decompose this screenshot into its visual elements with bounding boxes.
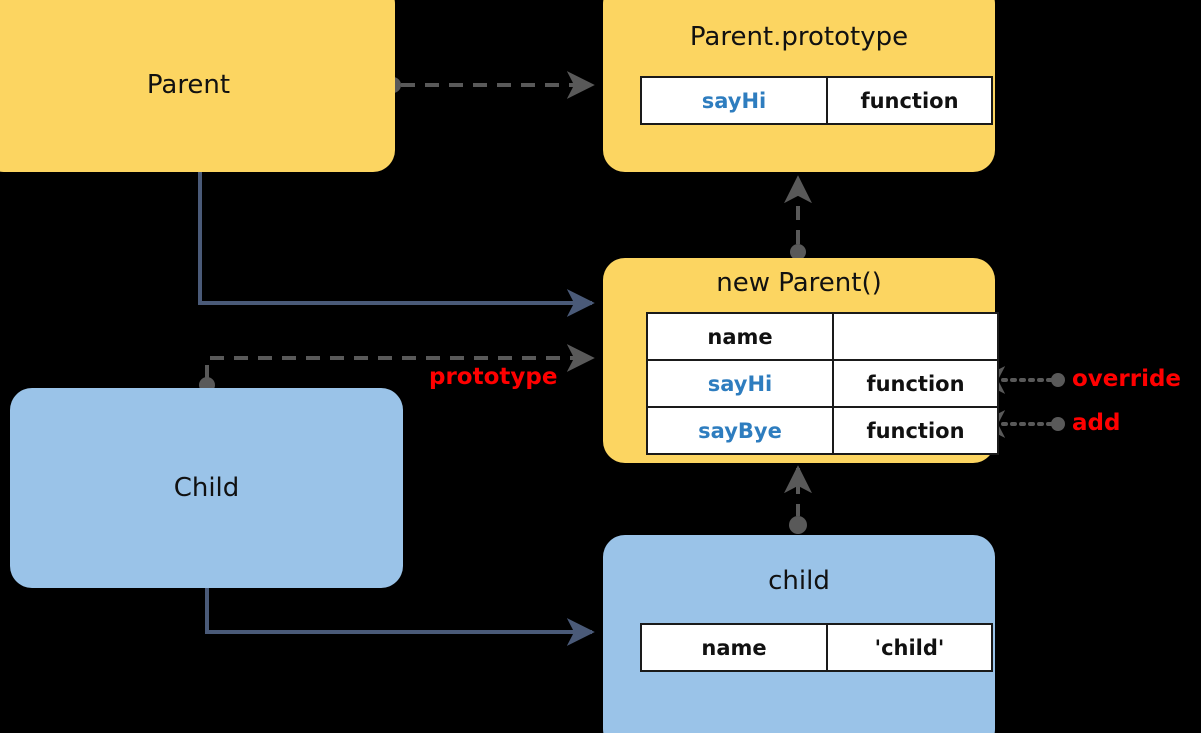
table-row: sayHi function — [646, 359, 999, 408]
table-row: sayHi function — [640, 76, 993, 125]
row-value — [832, 312, 999, 361]
row-value: 'child' — [826, 623, 993, 672]
new-parent-table: name sayHi function sayBye function — [646, 312, 999, 455]
node-new-parent[interactable]: new Parent() name sayHi function sayBye … — [603, 258, 999, 463]
row-key: sayHi — [646, 359, 834, 408]
row-value: function — [832, 359, 999, 408]
parent-prototype-table: sayHi function — [640, 76, 993, 125]
node-child-instance-title: child — [768, 566, 830, 596]
edge-child-to-child-instance — [205, 588, 595, 646]
row-value: function — [832, 406, 999, 455]
table-row: name 'child' — [640, 623, 993, 672]
row-value: function — [826, 76, 993, 125]
node-parent-prototype[interactable]: Parent.prototype sayHi function — [603, 0, 995, 172]
row-key: name — [646, 312, 834, 361]
row-key: sayHi — [640, 76, 828, 125]
node-child-instance[interactable]: child name 'child' — [603, 535, 995, 733]
node-child-title: Child — [173, 473, 240, 503]
node-new-parent-title: new Parent() — [716, 268, 882, 298]
label-prototype: prototype — [429, 364, 558, 390]
edge-new-parent-to-parent-prototype — [784, 175, 812, 260]
child-instance-table: name 'child' — [640, 623, 993, 672]
label-override: override — [1072, 366, 1182, 392]
node-child[interactable]: Child — [10, 388, 403, 588]
label-add: add — [1072, 410, 1121, 436]
row-key: name — [640, 623, 828, 672]
table-row: sayBye function — [646, 406, 999, 455]
node-parent-prototype-title: Parent.prototype — [689, 22, 909, 52]
node-parent-title: Parent — [146, 70, 231, 100]
row-key: sayBye — [646, 406, 834, 455]
edge-parent-to-new-parent — [198, 172, 595, 317]
node-parent[interactable]: Parent — [0, 0, 395, 172]
edge-parent-to-parent-prototype — [385, 71, 595, 99]
edge-child-instance-to-new-parent — [784, 465, 812, 534]
table-row: name — [646, 312, 999, 361]
